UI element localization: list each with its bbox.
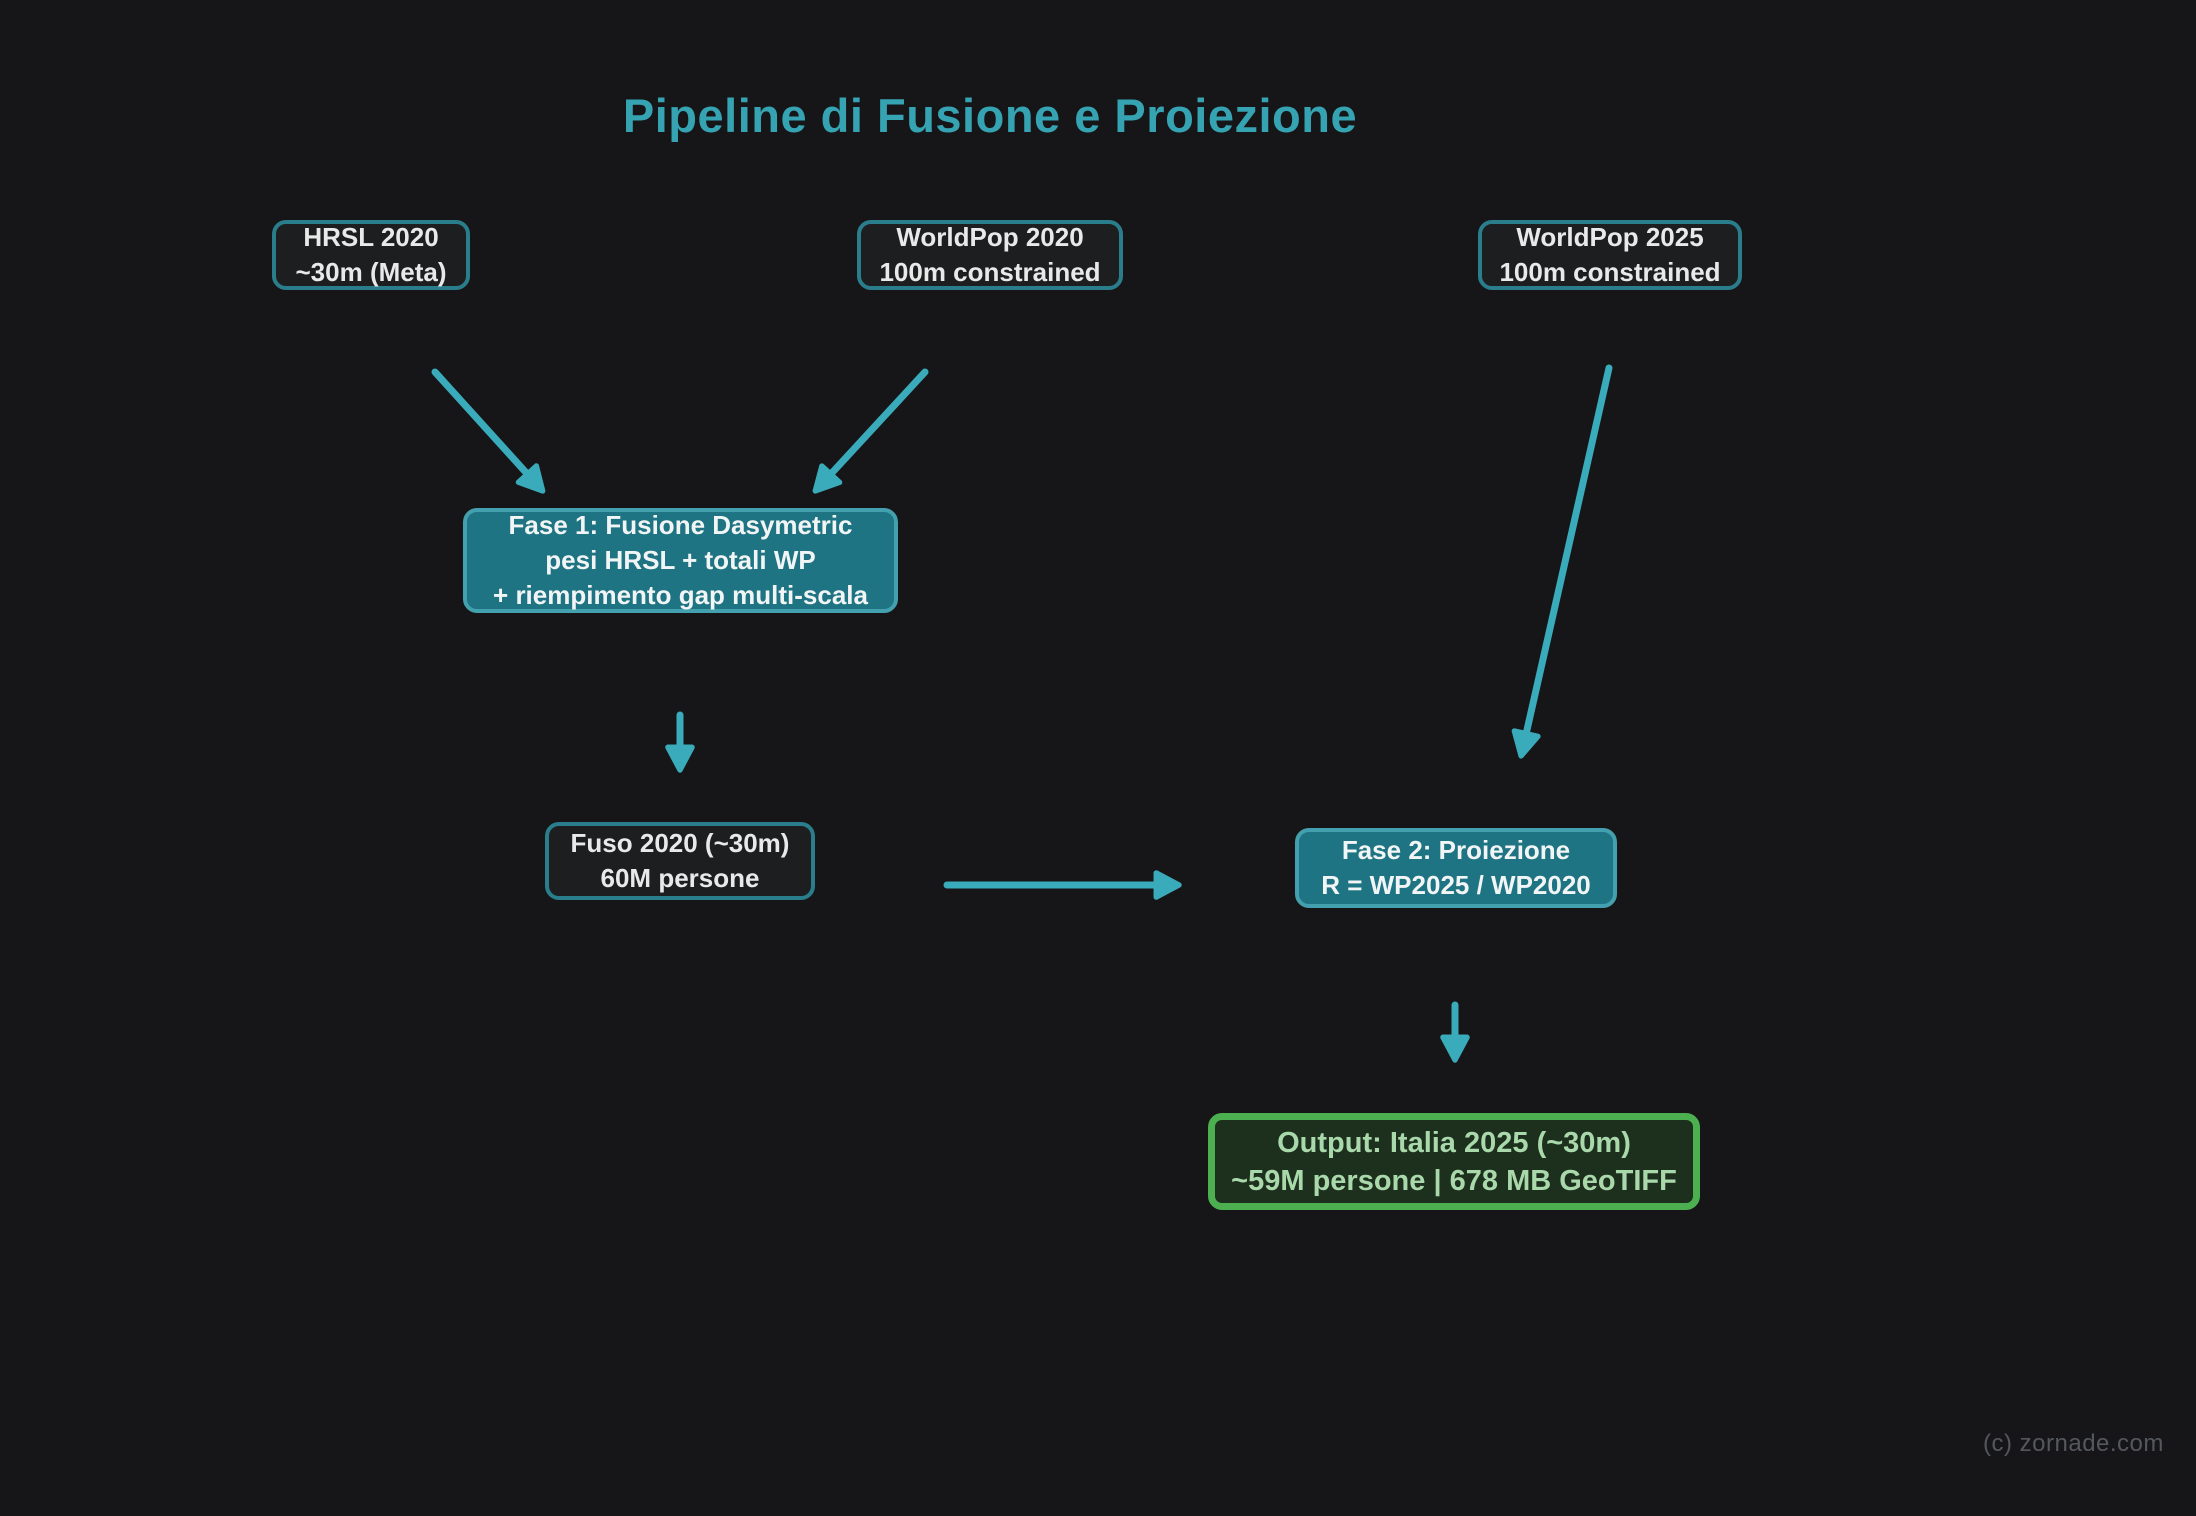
node-fase2-line2: R = WP2025 / WP2020 — [1321, 870, 1591, 900]
node-output-italia-2025: Output: Italia 2025 (~30m) ~59M persone … — [1208, 1113, 1700, 1210]
arrow-hrsl-to-fase1 — [431, 368, 546, 494]
node-fase1-line3: + riempimento gap multi-scala — [493, 580, 868, 610]
node-fase2-proiezione: Fase 2: Proiezione R = WP2025 / WP2020 — [1295, 828, 1617, 908]
node-output-line2: ~59M persone | 678 MB GeoTIFF — [1231, 1164, 1677, 1197]
arrow-wp2025-to-fase2 — [1511, 364, 1613, 759]
node-fase1-line2: pesi HRSL + totali WP — [545, 545, 816, 575]
node-fuso-2020: Fuso 2020 (~30m) 60M persone — [545, 822, 815, 900]
node-fase1-fusione: Fase 1: Fusione Dasymetric pesi HRSL + t… — [463, 508, 898, 613]
node-worldpop-2025-line2: 100m constrained — [1499, 257, 1721, 287]
node-worldpop-2025: WorldPop 2025 100m constrained — [1478, 220, 1742, 290]
page-title: Pipeline di Fusione e Proiezione — [622, 89, 1358, 142]
node-output-line1: Output: Italia 2025 (~30m) — [1277, 1126, 1631, 1159]
node-worldpop-2025-line1: WorldPop 2025 — [1516, 222, 1704, 252]
node-worldpop-2020-line1: WorldPop 2020 — [896, 222, 1084, 252]
node-worldpop-2020-line2: 100m constrained — [879, 257, 1101, 287]
node-fuso-2020-line1: Fuso 2020 (~30m) — [570, 828, 790, 858]
node-hrsl-2020: HRSL 2020 ~30m (Meta) — [272, 220, 470, 290]
watermark: (c) zornade.com — [1983, 1430, 2164, 1457]
arrow-wp2020-to-fase1 — [812, 368, 929, 494]
node-hrsl-2020-line1: HRSL 2020 — [303, 222, 439, 252]
node-fase2-line1: Fase 2: Proiezione — [1341, 835, 1571, 865]
node-hrsl-2020-line2: ~30m (Meta) — [295, 257, 447, 287]
node-fuso-2020-line2: 60M persone — [600, 863, 760, 893]
node-worldpop-2020: WorldPop 2020 100m constrained — [857, 220, 1123, 290]
node-fase1-line1: Fase 1: Fusione Dasymetric — [508, 510, 853, 540]
